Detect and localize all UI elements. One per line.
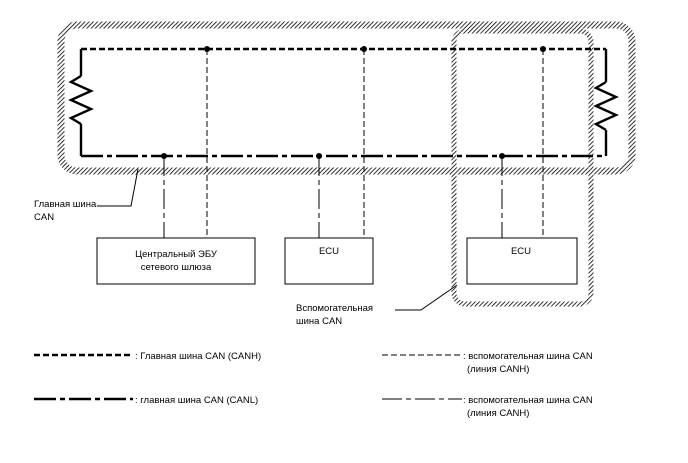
gateway-ecu-label-line1: Центральный ЭБУ <box>135 249 218 260</box>
left-terminator-resistor <box>68 49 94 156</box>
legend-sub-canl-label-line1: : вспомогательная шина CAN <box>463 395 593 406</box>
legend-sub-canh-label-line2: (линия CANH) <box>467 364 529 375</box>
legend-main-canl-label: : главная шина CAN (CANL) <box>135 395 258 406</box>
sub-bus-label-line1: Вспомогательная <box>296 303 373 314</box>
sub-canh-lines <box>206 49 544 238</box>
main-bus-leader <box>97 168 139 207</box>
legend-sub-canl-label-line2: (линия CANH) <box>467 408 529 419</box>
right-ecu-label: ECU <box>511 246 531 257</box>
legend-sub-canh-label-line1: : вспомогательная шина CAN <box>463 351 593 362</box>
sub-bus-label-line2: шина CAN <box>296 316 342 327</box>
main-bus-label-line2: CAN <box>34 212 54 223</box>
right-terminator-resistor <box>593 49 619 156</box>
sub-bus-boundary <box>451 28 594 307</box>
sub-bus-leader <box>395 284 458 311</box>
middle-ecu-label: ECU <box>319 246 339 257</box>
middle-ecu-box <box>284 237 374 285</box>
main-bus-boundary <box>57 21 636 175</box>
right-ecu-box <box>466 237 578 285</box>
sub-canl-lines <box>163 156 503 238</box>
gateway-ecu-label-line2: сетевого шлюза <box>141 262 212 273</box>
legend-main-canh-label: : Главная шина CAN (CANH) <box>135 351 261 362</box>
gateway-ecu-box <box>96 237 256 285</box>
junction-dots <box>161 46 546 159</box>
main-bus-label-line1: Главная шина <box>34 199 97 210</box>
